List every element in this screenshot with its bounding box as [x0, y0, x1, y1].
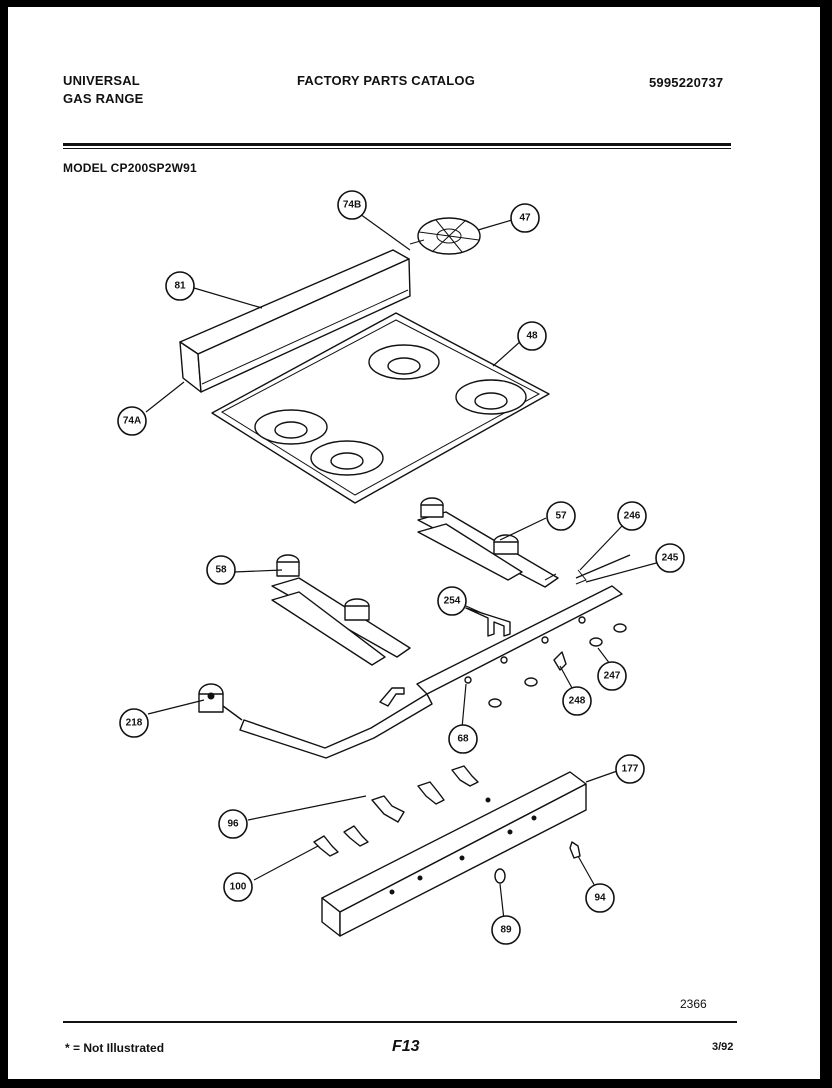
callout-94-label: 94 — [594, 893, 606, 904]
callout-248-label: 248 — [569, 696, 586, 707]
figure-number: 2366 — [680, 997, 707, 1011]
callout-89-label: 89 — [500, 925, 512, 936]
callout-57-label: 57 — [555, 511, 567, 522]
callout-89[interactable]: 89 — [491, 915, 521, 945]
callout-247-label: 247 — [604, 671, 621, 682]
callout-177[interactable]: 177 — [615, 754, 645, 784]
front-burner-assembly — [271, 554, 411, 666]
cooktop-panel — [211, 312, 550, 504]
callout-177-label: 177 — [622, 764, 639, 775]
callout-58[interactable]: 58 — [206, 555, 236, 585]
callout-254[interactable]: 254 — [437, 586, 467, 616]
callout-245[interactable]: 245 — [655, 543, 685, 573]
pressure-regulator — [198, 683, 243, 721]
callout-81[interactable]: 81 — [165, 271, 195, 301]
callout-96-label: 96 — [227, 819, 239, 830]
callout-246[interactable]: 246 — [617, 501, 647, 531]
callout-57[interactable]: 57 — [546, 501, 576, 531]
callout-81-label: 81 — [174, 281, 186, 292]
callout-74a-label: 74A — [123, 416, 141, 427]
catalog-number: 5995220737 — [649, 75, 724, 90]
callout-74b[interactable]: 74B — [337, 190, 367, 220]
orifice-hoods — [379, 623, 627, 708]
leader-lines — [145, 213, 661, 921]
brand-line-1: UNIVERSAL — [63, 73, 140, 88]
not-illustrated-note: * = Not Illustrated — [65, 1041, 165, 1055]
callout-218[interactable]: 218 — [119, 708, 149, 738]
control-panel — [321, 771, 587, 937]
callout-47[interactable]: 47 — [510, 203, 540, 233]
header-rule-thin — [63, 148, 731, 149]
header-rule — [63, 143, 731, 146]
ignition-rod — [575, 554, 631, 579]
callout-47-label: 47 — [519, 213, 531, 224]
callout-218-label: 218 — [126, 718, 143, 729]
callout-68-label: 68 — [457, 734, 469, 745]
ignition-rod-tip — [575, 569, 587, 585]
callout-74a[interactable]: 74A — [117, 406, 147, 436]
callout-48-label: 48 — [526, 331, 538, 342]
callout-245-label: 245 — [662, 553, 679, 564]
gas-valves — [313, 765, 479, 857]
callout-254-label: 254 — [444, 596, 461, 607]
burner-bracket — [465, 607, 511, 637]
callout-246-label: 246 — [624, 511, 641, 522]
footer-rule — [63, 1021, 737, 1023]
panel-screw — [494, 868, 506, 884]
catalog-title: FACTORY PARTS CATALOG — [297, 73, 476, 88]
callout-96[interactable]: 96 — [218, 809, 248, 839]
callout-247[interactable]: 247 — [597, 661, 627, 691]
callout-48[interactable]: 48 — [517, 321, 547, 351]
callout-100[interactable]: 100 — [223, 872, 253, 902]
callout-74b-label: 74B — [343, 200, 361, 211]
callout-58-label: 58 — [215, 565, 227, 576]
rear-burner-assembly — [417, 497, 559, 588]
page-code: F13 — [392, 1038, 420, 1055]
catalog-sheet: UNIVERSAL GAS RANGE FACTORY PARTS CATALO… — [8, 7, 820, 1079]
revision-date: 3/92 — [712, 1041, 734, 1053]
panel-clip — [569, 841, 581, 859]
backguard-panel — [179, 249, 411, 393]
callout-94[interactable]: 94 — [585, 883, 615, 913]
callout-68[interactable]: 68 — [448, 724, 478, 754]
gas-manifold — [239, 585, 623, 759]
callout-100-label: 100 — [230, 882, 247, 893]
callout-248[interactable]: 248 — [562, 686, 592, 716]
model-label: MODEL CP200SP2W91 — [63, 161, 197, 175]
burner-grate — [409, 217, 481, 255]
brand-line-2: GAS RANGE — [63, 91, 144, 106]
